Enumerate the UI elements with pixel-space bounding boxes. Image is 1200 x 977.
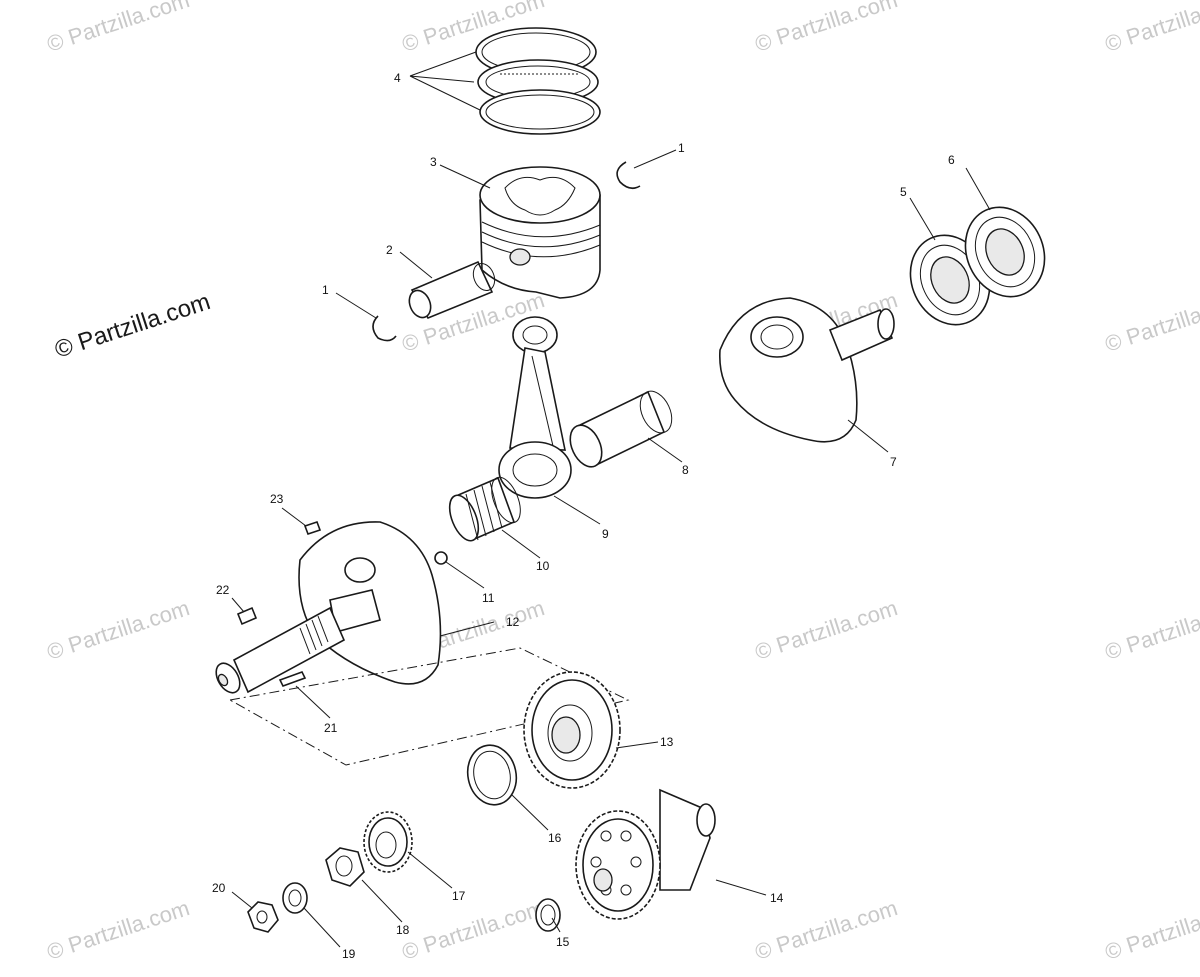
watermark: © Partzilla.com: [752, 895, 901, 965]
callout-13: 13: [660, 735, 674, 749]
part-8-crank-pin[interactable]: [564, 386, 678, 472]
watermark: © Partzilla.com: [44, 0, 193, 57]
callout-18: 18: [396, 923, 410, 937]
callout-labels: 4 3 2 1 1 5 6 7 8 9 10 11 12 13 14 15 16…: [212, 71, 955, 961]
part-2-piston-pin[interactable]: [405, 260, 498, 320]
part-7-crank-half-right[interactable]: [718, 297, 895, 443]
callout-7: 7: [890, 455, 897, 469]
watermark: © Partzilla.com: [44, 595, 193, 665]
callout-6: 6: [948, 153, 955, 167]
callout-19: 19: [342, 947, 356, 961]
callout-8: 8: [682, 463, 689, 477]
callout-4: 4: [394, 71, 401, 85]
part-22-key[interactable]: [236, 606, 258, 626]
callout-23: 23: [270, 492, 284, 506]
callout-1: 1: [322, 283, 329, 297]
watermark: © Partzilla.com: [1102, 895, 1200, 965]
part-21-pin[interactable]: [278, 671, 307, 687]
part-15-washer[interactable]: [535, 898, 561, 932]
part-1-circlip-right[interactable]: [616, 161, 641, 190]
part-11-ball[interactable]: [434, 551, 448, 565]
callout-2: 2: [386, 243, 393, 257]
watermark: © Partzilla.com: [44, 895, 193, 965]
assembly-outline: [228, 647, 630, 766]
part-23-key[interactable]: [303, 520, 322, 536]
part-18-nut[interactable]: [325, 847, 365, 887]
callout-16: 16: [548, 831, 562, 845]
brand-watermark: © Partzilla.com: [52, 288, 214, 364]
part-1-circlip-left[interactable]: [372, 315, 397, 342]
leader-lines: [231, 51, 991, 948]
watermark: © Partzilla.com: [399, 895, 548, 965]
watermark: © Partzilla.com: [1102, 0, 1200, 57]
part-14-balancer-shaft[interactable]: [575, 788, 716, 920]
callout-10: 10: [536, 559, 550, 573]
callout-5: 5: [900, 185, 907, 199]
callout-9: 9: [602, 527, 609, 541]
watermark: © Partzilla.com: [752, 595, 901, 665]
part-17-sprocket-gear[interactable]: [363, 811, 413, 873]
part-9-connecting-rod[interactable]: [498, 316, 572, 499]
callout-1: 1: [678, 141, 685, 155]
callout-17: 17: [452, 889, 466, 903]
callout-15: 15: [556, 935, 570, 949]
watermark: © Partzilla.com: [1102, 287, 1200, 357]
part-10-needle-bearing[interactable]: [444, 473, 526, 544]
callout-22: 22: [216, 583, 230, 597]
part-4-piston-rings[interactable]: [475, 27, 601, 135]
callout-20: 20: [212, 881, 226, 895]
part-20-nut[interactable]: [247, 901, 279, 933]
part-16-washer[interactable]: [462, 741, 521, 810]
callout-14: 14: [770, 891, 784, 905]
watermark: © Partzilla.com: [752, 0, 901, 57]
watermark: © Partzilla.com: [1102, 595, 1200, 665]
part-13-drive-gear[interactable]: [523, 671, 621, 789]
part-3-piston[interactable]: [479, 166, 601, 299]
part-6-bearing[interactable]: [951, 194, 1059, 309]
callout-21: 21: [324, 721, 338, 735]
callout-3: 3: [430, 155, 437, 169]
part-19-washer[interactable]: [282, 882, 308, 914]
callout-11: 11: [482, 591, 495, 605]
part-12-crank-half-left[interactable]: [211, 521, 442, 697]
callout-12: 12: [506, 615, 520, 629]
